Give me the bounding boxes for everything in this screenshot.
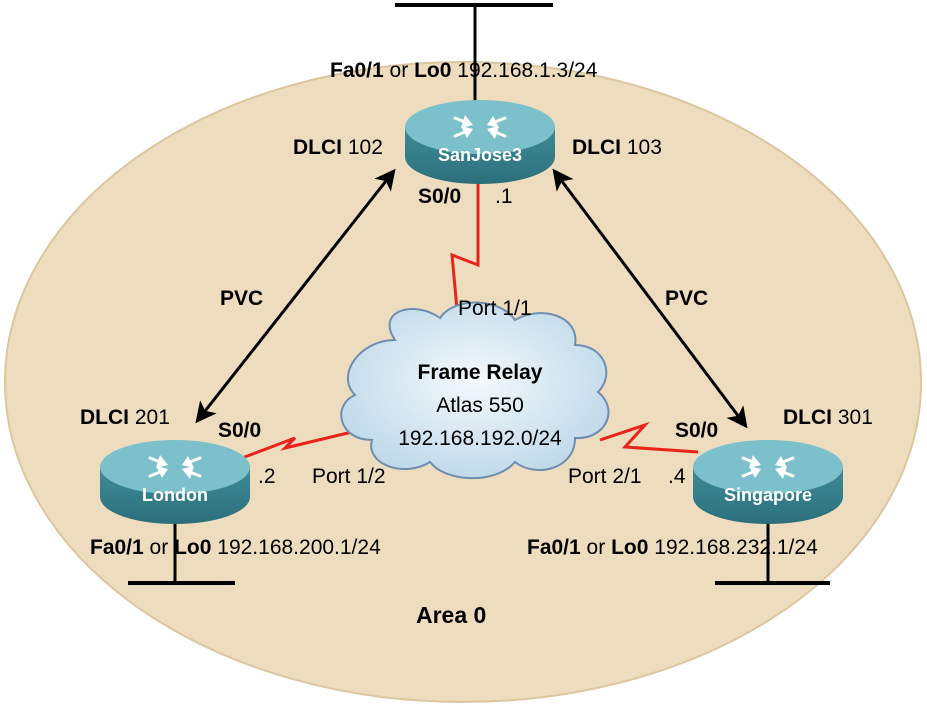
frame-relay-cloud-icon bbox=[340, 301, 610, 480]
london-switch-port: Port 1/2 bbox=[312, 465, 386, 488]
singapore-lan-if-b: Lo0 bbox=[611, 536, 649, 559]
router-icon bbox=[453, 115, 507, 139]
singapore-dlci: DLCI 301 bbox=[783, 407, 873, 428]
london-lan-label: Fa0/1 or Lo0 192.168.200.1/24 bbox=[90, 537, 381, 558]
london-host-octet: .2 bbox=[258, 465, 276, 488]
singapore-switch-port: Port 2/1 bbox=[568, 465, 642, 488]
router-sanjose3 bbox=[405, 100, 555, 184]
singapore-lan-or: or bbox=[586, 536, 606, 559]
london-lan-ip: 192.168.200.1/24 bbox=[217, 536, 381, 559]
router-singapore bbox=[693, 440, 843, 524]
sanjose-lan-or: or bbox=[389, 59, 409, 82]
singapore-lan-if-a: Fa0/1 bbox=[527, 536, 581, 559]
singapore-lan-ip: 192.168.232.1/24 bbox=[654, 536, 818, 559]
dlci-word: DLCI bbox=[293, 136, 342, 159]
cloud-network: 192.168.192.0/24 bbox=[398, 427, 562, 450]
serial-link-london bbox=[241, 430, 353, 460]
router-name-singapore: Singapore bbox=[723, 485, 812, 505]
pvc-label-right: PVC bbox=[665, 287, 709, 310]
london-serial-if: S0/0 bbox=[218, 419, 262, 442]
london-dlci: DLCI 201 bbox=[80, 407, 170, 428]
router-name-sanjose3: SanJose3 bbox=[437, 145, 523, 165]
sanjose-lan-if-a: Fa0/1 bbox=[330, 59, 384, 82]
sanjose-dlci-left: DLCI 102 bbox=[293, 137, 383, 158]
router-name-london: London bbox=[142, 485, 208, 505]
area-label: Area 0 bbox=[416, 602, 487, 628]
cloud-title: Frame Relay bbox=[417, 361, 543, 384]
cloud-model: Atlas 550 bbox=[436, 394, 524, 417]
pvc-arrow-left bbox=[195, 168, 396, 424]
sanjose-host-octet: .1 bbox=[495, 185, 513, 208]
serial-link-singapore bbox=[599, 421, 699, 454]
london-lan-if-a: Fa0/1 bbox=[90, 536, 144, 559]
singapore-lan-label: Fa0/1 or Lo0 192.168.232.1/24 bbox=[527, 537, 818, 558]
sanjose-lan-label: Fa0/1 or Lo0 192.168.1.3/24 bbox=[330, 60, 597, 81]
dlci-value: 301 bbox=[837, 406, 873, 429]
sanjose-switch-port: Port 1/1 bbox=[458, 297, 532, 320]
sanjose-serial-if: S0/0 bbox=[418, 185, 462, 208]
sanjose-lan-if-b: Lo0 bbox=[414, 59, 452, 82]
sanjose-lan-ip: 192.168.1.3/24 bbox=[457, 59, 598, 82]
singapore-host-octet: .4 bbox=[668, 465, 686, 488]
router-icon bbox=[741, 455, 795, 479]
london-lan-or: or bbox=[149, 536, 169, 559]
dlci-word: DLCI bbox=[80, 406, 129, 429]
pvc-arrow-right bbox=[552, 168, 748, 429]
lan-segment-sanjose bbox=[395, 3, 553, 110]
london-lan-if-b: Lo0 bbox=[174, 536, 212, 559]
dlci-value: 103 bbox=[626, 136, 662, 159]
sanjose-dlci-right: DLCI 103 bbox=[572, 137, 662, 158]
router-icon bbox=[148, 455, 202, 479]
singapore-serial-if: S0/0 bbox=[675, 419, 719, 442]
dlci-value: 102 bbox=[347, 136, 383, 159]
dlci-word: DLCI bbox=[783, 406, 832, 429]
dlci-value: 201 bbox=[134, 406, 170, 429]
serial-link-sanjose bbox=[450, 175, 480, 321]
dlci-word: DLCI bbox=[572, 136, 621, 159]
router-london bbox=[100, 440, 250, 524]
pvc-label-left: PVC bbox=[220, 287, 264, 310]
